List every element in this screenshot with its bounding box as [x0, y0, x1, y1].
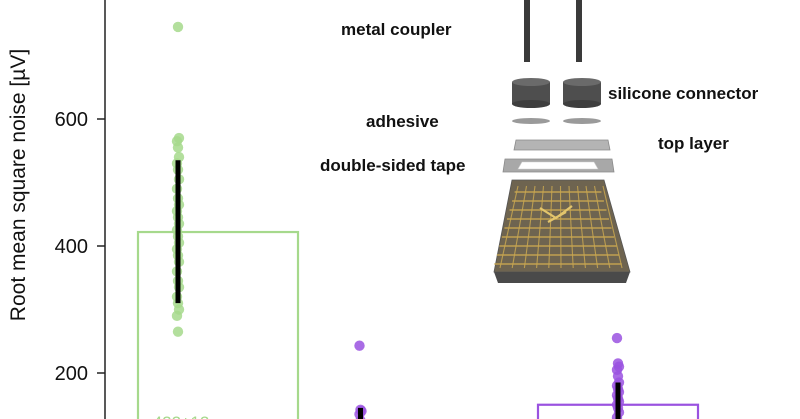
bar-group — [354, 340, 367, 419]
y-ticks: 200 400 600 — [55, 109, 105, 385]
trace-line — [548, 185, 553, 269]
bar-group — [536, 332, 700, 419]
silicone-connector-right — [563, 78, 601, 108]
double-sided-tape-label: double-sided tape — [320, 156, 465, 175]
bars-group: 422±12 — [136, 21, 700, 419]
top-layer-sheet — [513, 139, 611, 151]
trace-line — [585, 185, 599, 269]
metal-coupler-label: metal coupler — [341, 20, 452, 39]
trace-line — [593, 185, 611, 269]
adhesive-disc-right — [563, 118, 601, 124]
data-point — [173, 151, 185, 163]
metal-coupler-rod-right — [576, 0, 582, 62]
top-layer-label: top layer — [658, 134, 729, 153]
double-sided-tape-sheet — [502, 158, 615, 173]
silicone-connector-label: silicone connector — [608, 84, 759, 103]
metal-coupler-rod-left — [524, 0, 530, 62]
electrode-traces — [494, 185, 623, 269]
trace-line — [568, 185, 574, 269]
bar-value-label: 422±12 — [153, 413, 210, 419]
data-point — [354, 340, 365, 351]
trace-line — [499, 185, 519, 269]
sensor-assembly-inset: metal coupler silicone connector adhesiv… — [320, 0, 759, 283]
adhesive-disc-left — [512, 118, 550, 124]
trace-line — [536, 185, 545, 269]
y-tick-label: 200 — [55, 363, 88, 385]
bar — [136, 230, 300, 419]
adhesive-label: adhesive — [366, 112, 439, 131]
data-point — [612, 358, 624, 369]
trace-junction — [539, 205, 573, 223]
y-axis-label: Root mean square noise [µV] — [7, 49, 30, 321]
trace-line — [511, 185, 528, 269]
trace-line — [523, 185, 536, 269]
y-tick-label: 400 — [55, 236, 88, 258]
bar-group: 422±12 — [136, 21, 300, 419]
data-point — [172, 326, 184, 337]
data-point — [173, 132, 185, 144]
data-point — [172, 21, 184, 33]
electrode-board — [493, 179, 631, 283]
trace-line — [602, 185, 623, 269]
y-tick-label: 600 — [55, 109, 88, 131]
silicone-connector-left — [512, 78, 550, 108]
data-point — [611, 332, 623, 344]
trace-line — [576, 185, 586, 269]
trace-line — [559, 185, 562, 269]
